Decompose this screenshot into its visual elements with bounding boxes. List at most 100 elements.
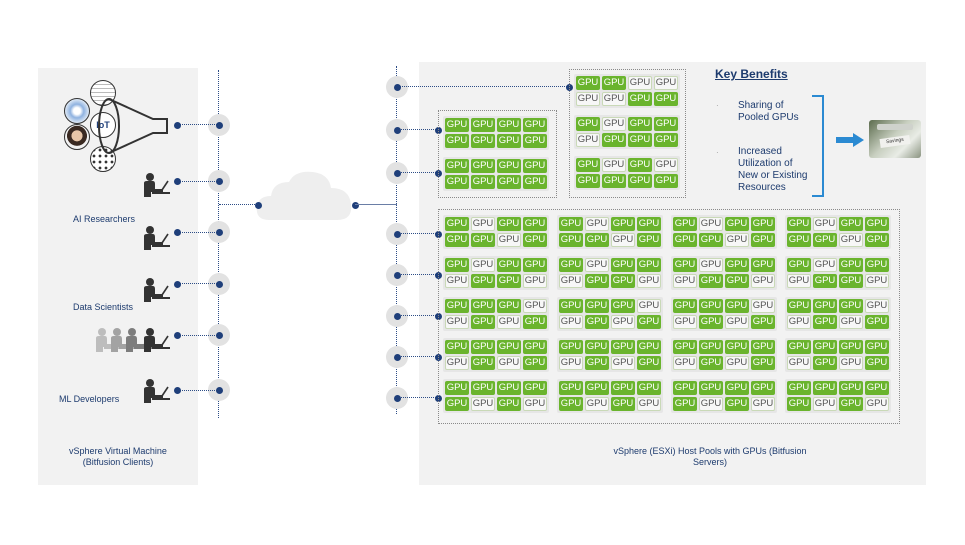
gpu-active: GPU (523, 315, 547, 329)
gpu-idle: GPU (523, 299, 547, 313)
gpu-idle: GPU (787, 274, 811, 288)
clients-caption-line2: (Bitfusion Clients) (82, 457, 154, 467)
gpu-active: GPU (865, 217, 889, 231)
gpu-idle: GPU (576, 92, 600, 106)
benefit-line: Resources (738, 182, 786, 193)
gpu-idle: GPU (751, 299, 775, 313)
gpu-idle: GPU (787, 356, 811, 370)
gpu-active: GPU (445, 118, 469, 132)
gpu-active: GPU (471, 134, 495, 148)
gpu-active: GPU (699, 356, 723, 370)
gpu-active: GPU (445, 258, 469, 272)
gpu-active: GPU (813, 381, 837, 395)
gpu-active: GPU (673, 258, 697, 272)
gpu-active: GPU (637, 356, 661, 370)
gpu-active: GPU (585, 233, 609, 247)
gpu-cluster-large (438, 209, 900, 424)
gpu-active: GPU (673, 299, 697, 313)
gpu-idle: GPU (628, 76, 652, 90)
gpu-idle: GPU (839, 356, 863, 370)
gpu-cluster-top (569, 69, 686, 198)
gpu-idle: GPU (523, 397, 547, 411)
gpu-active: GPU (559, 233, 583, 247)
gpu-idle: GPU (673, 356, 697, 370)
gpu-active: GPU (445, 159, 469, 173)
gpu-active: GPU (445, 134, 469, 148)
gpu-active: GPU (787, 233, 811, 247)
gpu-idle: GPU (497, 356, 521, 370)
bus-port-dot (393, 353, 401, 361)
gpu-active: GPU (839, 340, 863, 354)
gpu-active: GPU (602, 174, 626, 188)
gpu-active: GPU (628, 174, 652, 188)
gpu-active: GPU (576, 76, 600, 90)
gpu-idle: GPU (602, 92, 626, 106)
gpu-active: GPU (637, 340, 661, 354)
gpu-active: GPU (839, 381, 863, 395)
bus-port-dot (215, 228, 223, 236)
clients-caption-line1: vSphere Virtual Machine (69, 446, 167, 456)
gpu-idle: GPU (523, 274, 547, 288)
gpu-idle: GPU (813, 397, 837, 411)
jar-label: Savings (879, 134, 911, 149)
gpu-active: GPU (787, 217, 811, 231)
bus-port-dot (215, 121, 223, 129)
gpu-active: GPU (523, 233, 547, 247)
link-line (397, 356, 438, 357)
gpu-idle: GPU (673, 274, 697, 288)
gpu-active: GPU (787, 299, 811, 313)
gpu-idle: GPU (445, 274, 469, 288)
gpu-active: GPU (725, 217, 749, 231)
gpu-active: GPU (576, 174, 600, 188)
gpu-idle: GPU (471, 217, 495, 231)
gpu-idle: GPU (637, 274, 661, 288)
gpu-active: GPU (611, 381, 635, 395)
benefit-line: New or Existing (738, 170, 808, 181)
bus-port-dot (393, 83, 401, 91)
client-port-dot (173, 177, 181, 185)
clients-caption: vSphere Virtual Machine (Bitfusion Clien… (38, 446, 198, 468)
gpu-idle: GPU (654, 158, 678, 172)
gpu-active: GPU (637, 217, 661, 231)
gpu-active: GPU (699, 233, 723, 247)
servers-caption: vSphere (ESXi) Host Pools with GPUs (Bit… (560, 446, 860, 468)
gpu-active: GPU (611, 397, 635, 411)
gpu-active: GPU (602, 133, 626, 147)
gpu-active: GPU (813, 340, 837, 354)
gpu-active: GPU (523, 356, 547, 370)
cloud-to-server-link (355, 204, 397, 205)
client-port-dot (173, 331, 181, 339)
cloud-icon (256, 171, 352, 220)
gpu-idle: GPU (471, 258, 495, 272)
gpu-idle: GPU (585, 397, 609, 411)
gpu-active: GPU (839, 397, 863, 411)
bus-port-dot (393, 394, 401, 402)
gpu-active: GPU (787, 258, 811, 272)
iot-text: IoT (96, 120, 110, 130)
gpu-idle: GPU (787, 315, 811, 329)
group-label-ai-researchers: AI Researchers (73, 214, 136, 224)
bus-port-dot (393, 230, 401, 238)
gpu-active: GPU (585, 315, 609, 329)
gpu-active: GPU (559, 217, 583, 231)
gpu-active: GPU (602, 76, 626, 90)
gpu-active: GPU (865, 315, 889, 329)
servers-caption-line1: vSphere (ESXi) Host Pools with GPUs (Bit… (613, 446, 807, 456)
servers-caption-line2: Servers) (692, 457, 727, 467)
gpu-active: GPU (523, 159, 547, 173)
benefit-line: Pooled GPUs (738, 112, 799, 123)
gpu-active: GPU (497, 159, 521, 173)
gpu-active: GPU (699, 340, 723, 354)
gpu-idle: GPU (637, 299, 661, 313)
gpu-active: GPU (445, 299, 469, 313)
gpu-active: GPU (813, 299, 837, 313)
gpu-active: GPU (523, 217, 547, 231)
client-network-bus (218, 70, 219, 418)
gpu-active: GPU (559, 381, 583, 395)
